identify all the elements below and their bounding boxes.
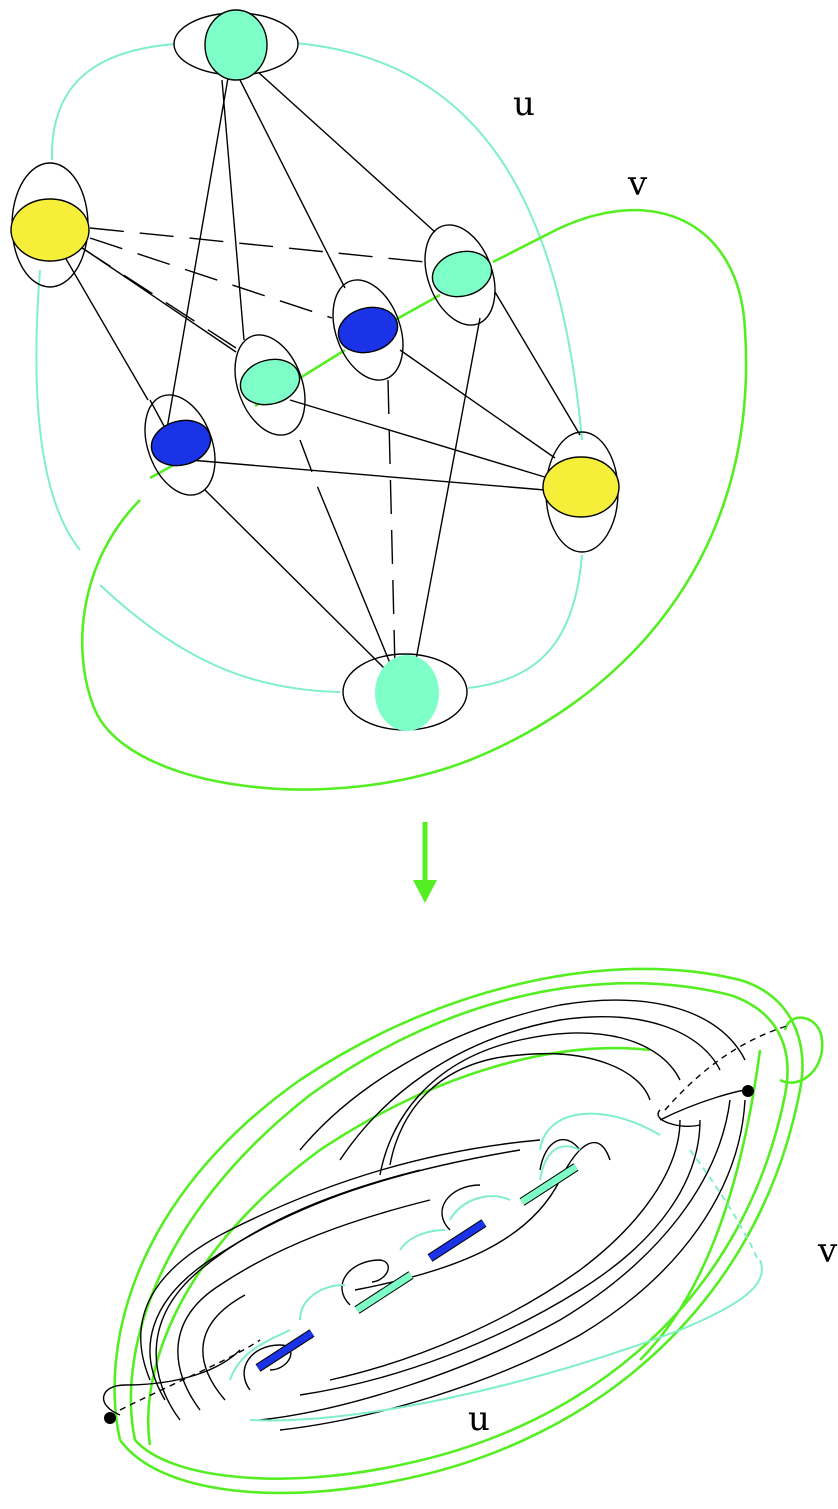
vertex-mid-cyan: [234, 334, 306, 436]
top-graph: u v: [10, 9, 748, 791]
dot-icon: [742, 1085, 754, 1097]
bottom-knot: u v: [102, 967, 838, 1495]
graph-edges: [61, 71, 581, 673]
vertex-bottom: [342, 653, 468, 731]
vertex-top: [173, 9, 299, 81]
u-label-bottom: u: [468, 1399, 490, 1439]
vertex-left-yellow: [10, 162, 90, 288]
dot-icon: [104, 1412, 116, 1424]
tube-bars: [255, 1163, 579, 1372]
v-label-bottom: v: [817, 1231, 838, 1271]
v-label-top: v: [627, 164, 648, 204]
black-strands: [102, 999, 791, 1431]
u-strands: [229, 1112, 763, 1422]
u-label-top: u: [513, 84, 535, 124]
vertex-right-yellow: [542, 431, 620, 553]
vertex-center-blue: [332, 279, 404, 381]
down-arrow-icon: [413, 822, 437, 903]
vertex-left-blue: [144, 394, 216, 496]
graph-edges-hidden: [81, 227, 426, 669]
u-curve: [35, 42, 583, 693]
vertex-right-cyan: [424, 224, 496, 326]
